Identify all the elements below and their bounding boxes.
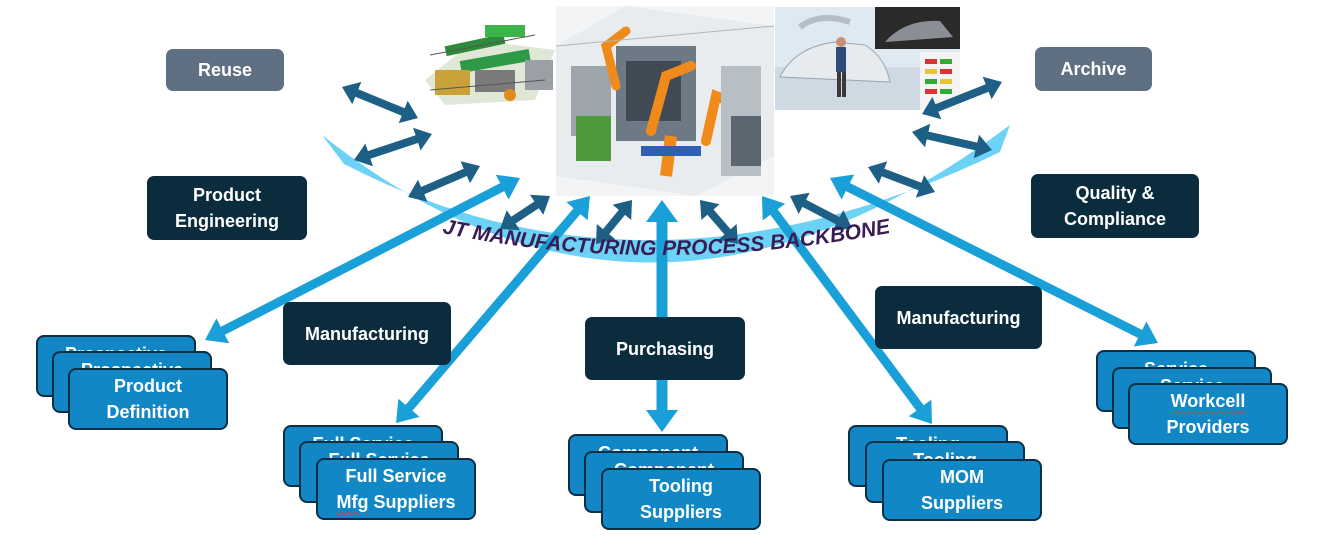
full-service-line2: Mfg Suppliers — [336, 489, 455, 515]
providers-word: Providers — [1166, 417, 1250, 437]
workcell-providers-card[interactable]: Workcell Providers — [1128, 383, 1288, 445]
archive-arrow — [922, 76, 1002, 120]
mom-suppliers-arrow — [762, 196, 932, 424]
quality-compliance-box[interactable]: Quality & Compliance — [1031, 174, 1199, 238]
backbone-arrow-left-3 — [500, 194, 550, 231]
backbone-arrow-right-2 — [790, 192, 852, 232]
manufacturing-left-box[interactable]: Manufacturing — [283, 302, 451, 365]
tooling-suppliers-card[interactable]: Tooling Suppliers — [601, 468, 761, 530]
tooling-suppliers-arrow — [646, 200, 678, 432]
reuse-arrow — [342, 81, 418, 124]
mfg-word: Mfg — [336, 492, 369, 512]
backbone-arrow-right-1 — [700, 200, 738, 244]
workcell-word: Workcell — [1170, 391, 1246, 411]
manufacturing-right-box[interactable]: Manufacturing — [875, 286, 1042, 349]
full-service-line1: Full Service — [345, 466, 447, 486]
product-definition-label: Product Definition — [106, 376, 190, 422]
purchasing-box[interactable]: Purchasing — [585, 317, 745, 380]
car-assembly-ergonomics-image — [775, 7, 960, 110]
product-definition-arrow — [205, 174, 520, 344]
backbone-arrow-left-2 — [408, 161, 480, 202]
quality-compliance-label: Quality & Compliance — [1063, 183, 1167, 229]
full-service-mfg-suppliers-card[interactable]: Full Service Mfg Suppliers — [316, 458, 476, 520]
backbone-arrow-left-1 — [354, 127, 432, 167]
suppliers-word: Suppliers — [368, 492, 456, 512]
backbone-arc — [322, 125, 1010, 263]
reuse-button[interactable]: Reuse — [166, 49, 284, 91]
backbone-arrow-right-4 — [912, 123, 992, 159]
mom-suppliers-label: MOM Suppliers — [920, 467, 1004, 513]
factory-plant-3d-image — [415, 10, 560, 110]
archive-button[interactable]: Archive — [1035, 47, 1152, 91]
product-definition-card[interactable]: Product Definition — [68, 368, 228, 430]
product-engineering-label: Product Engineering — [174, 185, 279, 231]
workcell-providers-arrow — [830, 174, 1158, 347]
tooling-suppliers-label: Tooling Suppliers — [639, 476, 723, 522]
backbone-arrow-left-4 — [596, 200, 632, 244]
mom-suppliers-card[interactable]: MOM Suppliers — [882, 459, 1042, 521]
backbone-arrow-right-3 — [868, 161, 935, 198]
robotic-workcell-3d-image — [556, 6, 774, 196]
full-service-arrow — [396, 196, 590, 423]
product-engineering-box[interactable]: Product Engineering — [147, 176, 307, 240]
